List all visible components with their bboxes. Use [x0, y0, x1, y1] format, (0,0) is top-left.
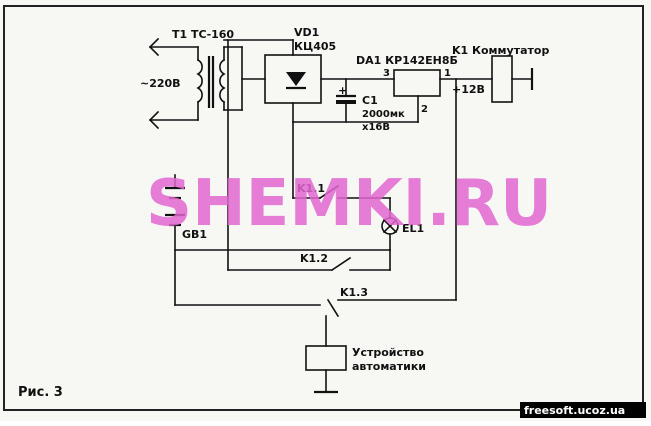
label-transformer: T1 ТС-160 — [172, 28, 234, 41]
watermark-logo: SHEMKI.RU — [146, 167, 552, 241]
label-contact3: K1.3 — [340, 286, 368, 299]
relay-coil-k1 — [491, 55, 513, 103]
label-device-line2: автоматики — [352, 360, 426, 373]
label-contact1: K1.1 — [297, 182, 325, 195]
figure-caption: Рис. 3 — [18, 385, 63, 400]
label-pin1: 1 — [444, 68, 451, 79]
label-plus-sign: + — [338, 84, 347, 97]
label-pin2: 2 — [421, 104, 428, 115]
battery-gb1 — [165, 174, 185, 306]
label-contact2: K1.2 — [300, 252, 328, 265]
regulator-da1 — [393, 69, 441, 97]
label-regulator: DA1 КР142ЕН8Б — [356, 54, 458, 67]
label-relay: K1 Коммутатор — [452, 44, 549, 57]
automation-device — [305, 345, 347, 371]
capacitor-c1 — [336, 78, 356, 123]
label-cap-voltage: x16В — [362, 122, 390, 133]
label-plus12: +12В — [452, 83, 485, 96]
site-url: freesoft.ucoz.ua — [524, 404, 625, 417]
label-lamp: EL1 — [402, 222, 424, 235]
label-cap-ref: C1 — [362, 94, 378, 107]
label-mains: ~220В — [140, 77, 181, 90]
label-battery: GB1 — [182, 228, 207, 241]
diode-bridge-vd1 — [264, 54, 322, 104]
lamp-el1 — [381, 217, 399, 235]
label-cap-value: 2000мк — [362, 109, 405, 120]
label-pin3: 3 — [383, 68, 390, 79]
label-bridge-ref: VD1 — [294, 26, 319, 39]
site-strip — [520, 402, 646, 418]
frame — [3, 5, 644, 411]
mains-input — [148, 37, 199, 130]
label-device-line1: Устройство — [352, 346, 424, 359]
label-bridge-type: КЦ405 — [294, 40, 336, 53]
transformer-t1 — [196, 46, 226, 121]
